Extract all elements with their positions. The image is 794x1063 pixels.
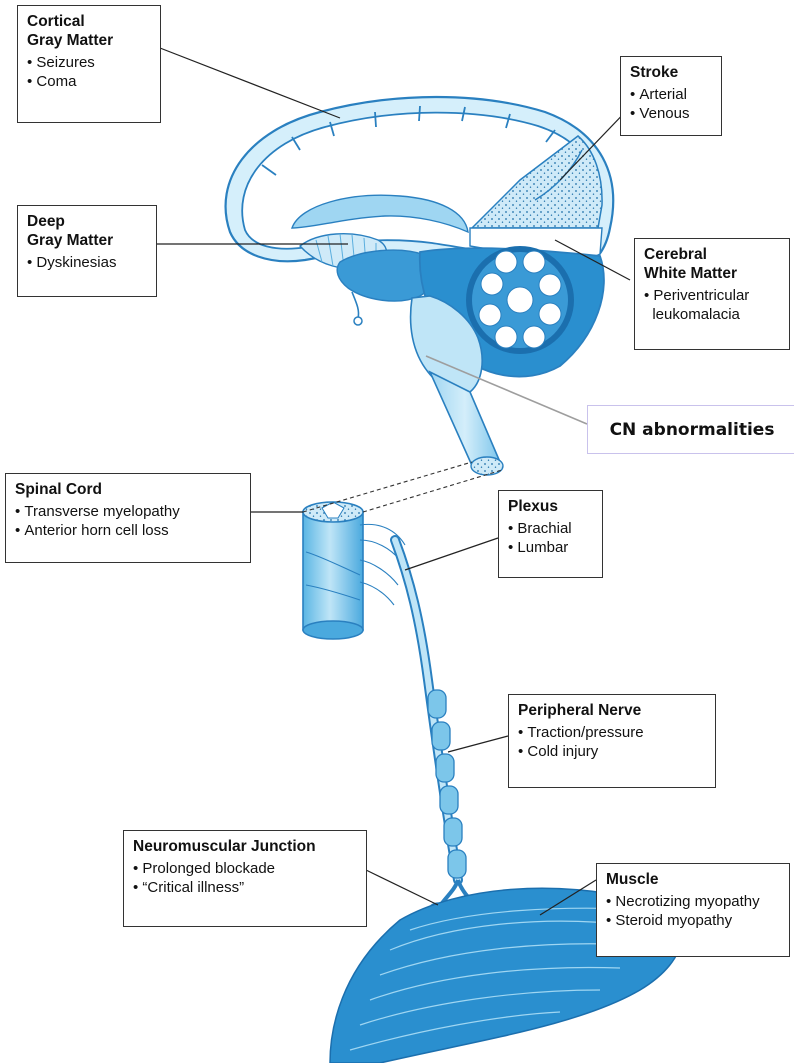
label-cortical-gray-matter: CorticalGray Matter Seizures Coma bbox=[17, 5, 161, 123]
label-item: Venous bbox=[630, 104, 712, 123]
label-plexus: Plexus Brachial Lumbar bbox=[498, 490, 603, 578]
label-spinal-cord: Spinal Cord Transverse myelopathy Anteri… bbox=[5, 473, 251, 563]
pituitary bbox=[354, 317, 362, 325]
label-title: Muscle bbox=[606, 870, 780, 889]
label-item: Traction/pressure bbox=[518, 723, 706, 742]
label-item: “Critical illness” bbox=[133, 878, 357, 897]
label-item: Periventricular bbox=[644, 286, 780, 305]
label-item: Transverse myelopathy bbox=[15, 502, 241, 521]
brain bbox=[226, 97, 614, 475]
label-cn-abnormalities: CN abnormalities bbox=[587, 405, 794, 454]
label-item: Steroid myopathy bbox=[606, 911, 780, 930]
label-muscle: Muscle Necrotizing myopathy Steroid myop… bbox=[596, 863, 790, 957]
label-item: Necrotizing myopathy bbox=[606, 892, 780, 911]
label-item: leukomalacia bbox=[644, 305, 780, 324]
cord-section bbox=[471, 457, 503, 475]
label-title: CerebralWhite Matter bbox=[644, 245, 780, 283]
label-title: Spinal Cord bbox=[15, 480, 241, 499]
label-item: Lumbar bbox=[508, 538, 593, 557]
label-item: Prolonged blockade bbox=[133, 859, 357, 878]
label-peripheral-nerve: Peripheral Nerve Traction/pressure Cold … bbox=[508, 694, 716, 788]
label-deep-gray-matter: DeepGray Matter Dyskinesias bbox=[17, 205, 157, 297]
label-item: Coma bbox=[27, 72, 151, 91]
label-title: Neuromuscular Junction bbox=[133, 837, 357, 856]
label-item: Cold injury bbox=[518, 742, 706, 761]
label-title: CorticalGray Matter bbox=[27, 12, 151, 50]
label-item: Brachial bbox=[508, 519, 593, 538]
label-item: Arterial bbox=[630, 85, 712, 104]
cerebellum bbox=[466, 246, 574, 354]
label-item: Anterior horn cell loss bbox=[15, 521, 241, 540]
label-cerebral-white-matter: CerebralWhite Matter Periventricular leu… bbox=[634, 238, 790, 350]
label-item: Seizures bbox=[27, 53, 151, 72]
label-title: DeepGray Matter bbox=[27, 212, 147, 250]
label-title: Peripheral Nerve bbox=[518, 701, 706, 720]
label-item: Dyskinesias bbox=[27, 253, 147, 272]
label-stroke: Stroke Arterial Venous bbox=[620, 56, 722, 136]
label-title: Plexus bbox=[508, 497, 593, 516]
peripheral-nerve bbox=[395, 540, 488, 913]
label-title: Stroke bbox=[630, 63, 712, 82]
label-neuromuscular-junction: Neuromuscular Junction Prolonged blockad… bbox=[123, 830, 367, 927]
